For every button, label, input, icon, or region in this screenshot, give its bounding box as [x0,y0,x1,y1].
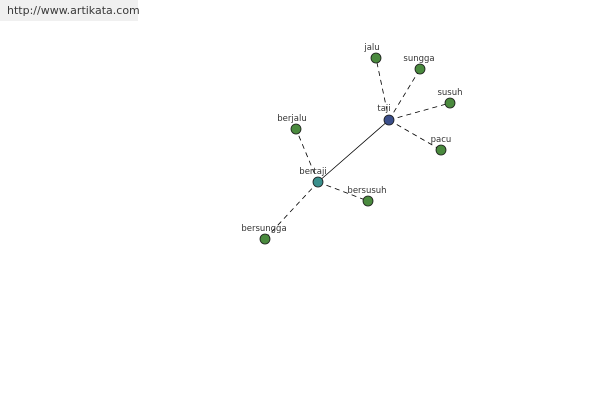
node-label-susuh[interactable]: susuh [437,88,462,98]
node-label-bersungga[interactable]: bersungga [241,224,286,234]
labels-layer: taji bertaji jalu sungga susuh pacu berjalu ber… [241,43,462,234]
edge-bertaji-bersungga [264,181,319,240]
edge-taji-bertaji [317,119,390,183]
node-label-taji[interactable]: taji [377,104,390,114]
node-berjalu[interactable] [290,123,302,135]
node-label-berjalu[interactable]: berjalu [277,114,306,124]
source-url-link[interactable]: http://www.artikata.com [7,4,140,17]
node-susuh[interactable] [444,97,456,109]
nodes-layer [259,52,456,245]
node-sungga[interactable] [414,63,426,75]
node-label-pacu[interactable]: pacu [431,135,452,145]
node-taji[interactable] [383,114,395,126]
node-label-bertaji[interactable]: bertaji [299,167,326,177]
node-bertaji[interactable] [312,176,324,188]
node-pacu[interactable] [435,144,447,156]
node-jalu[interactable] [370,52,382,64]
url-banner: http://www.artikata.com [0,0,140,21]
edge-taji-jalu [375,57,390,121]
edges-layer [264,57,451,240]
node-label-sungga[interactable]: sungga [403,54,434,64]
edge-taji-pacu [388,119,442,151]
node-bersungga[interactable] [259,233,271,245]
edge-taji-susuh [388,102,451,121]
edge-bertaji-berjalu [295,128,319,183]
node-label-jalu[interactable]: jalu [363,43,379,53]
node-bersusuh[interactable] [362,195,374,207]
node-label-bersusuh[interactable]: bersusuh [347,186,386,196]
edge-taji-sungga [388,68,421,121]
